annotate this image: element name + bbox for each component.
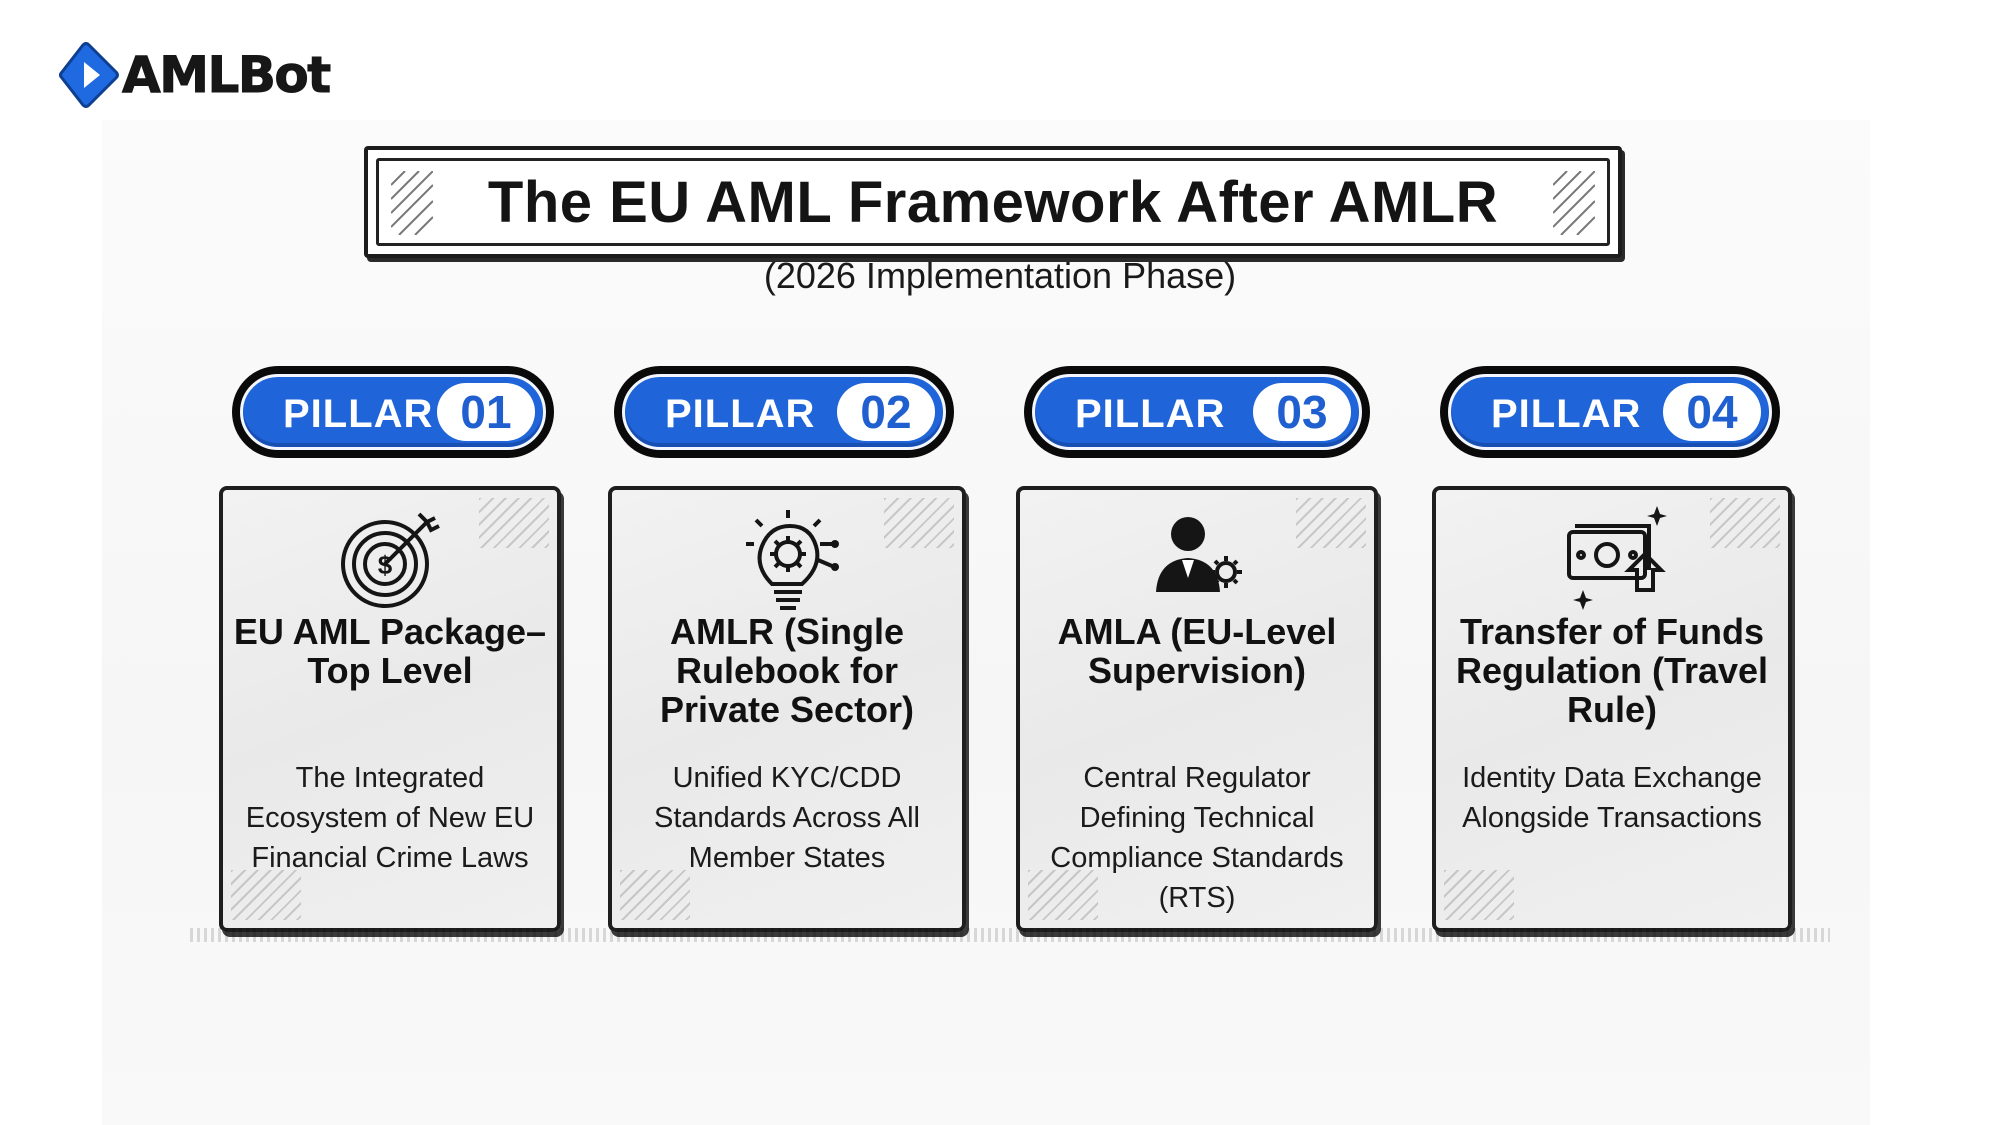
pillar-badge-label: PILLAR	[1075, 392, 1226, 436]
pillar-card-2: AMLR (Single Rulebook for Private Sector…	[608, 486, 966, 932]
pillar-badge-4: PILLAR 04	[1440, 366, 1780, 458]
pillar-description: The Integrated Ecosystem of New EU Finan…	[245, 762, 535, 874]
hatch-decoration-right	[1553, 171, 1595, 235]
pillar-badge-label: PILLAR	[283, 392, 434, 436]
pillar-description: Identity Data Exchange Alongside Transac…	[1462, 762, 1762, 834]
pillar-description: Unified KYC/CDD Standards Across All Mem…	[654, 762, 920, 874]
lightbulb-gear-icon	[746, 510, 839, 610]
title-frame: The EU AML Framework After AMLR	[364, 146, 1622, 258]
pillar-badge-label: PILLAR	[665, 392, 816, 436]
pillar-badge-number: 03	[1253, 383, 1351, 441]
regulator-person-gear-icon	[1156, 517, 1242, 592]
page-subtitle: (2026 Implementation Phase)	[763, 255, 1237, 296]
pillar-title: Transfer of Funds Regulation (Travel Rul…	[1455, 611, 1769, 730]
pillar-badge-number: 04	[1663, 383, 1761, 441]
pillar-title: EU AML Package–Top Level	[233, 611, 547, 691]
page-title: The EU AML Framework After AMLR	[487, 169, 1499, 235]
pillar-card-4: Transfer of Funds Regulation (Travel Rul…	[1432, 486, 1792, 932]
pillar-card-1: $ EU AML Package–Top Level The Integrate…	[219, 486, 561, 932]
title-inner-frame: The EU AML Framework After AMLR	[376, 158, 1610, 246]
pillar-badge-number: 01	[437, 383, 535, 441]
svg-text:$: $	[378, 550, 393, 580]
pillar-badge-3: PILLAR 03	[1024, 366, 1370, 458]
hatch-decoration-left	[391, 171, 433, 235]
pillar-description: Central Regulator Defining Technical Com…	[1050, 762, 1344, 914]
diamond-play-icon	[59, 42, 119, 108]
pillar-badge-2: PILLAR 02	[614, 366, 954, 458]
pillar-badge-1: PILLAR 01	[232, 366, 554, 458]
target-dollar-icon: $	[341, 512, 440, 608]
brand-name: AMLBot	[122, 46, 332, 105]
money-transfer-icon	[1567, 506, 1667, 610]
pillar-card-3: AMLA (EU-Level Supervision) Central Regu…	[1016, 486, 1378, 932]
pillar-badge-label: PILLAR	[1491, 392, 1642, 436]
ground-shadow	[190, 928, 1830, 942]
pillar-title: AMLA (EU-Level Supervision)	[1057, 611, 1337, 691]
pillar-badge-number: 02	[837, 383, 935, 441]
brand-logo[interactable]: AMLBot	[58, 40, 332, 110]
pillar-title: AMLR (Single Rulebook for Private Sector…	[659, 611, 915, 730]
